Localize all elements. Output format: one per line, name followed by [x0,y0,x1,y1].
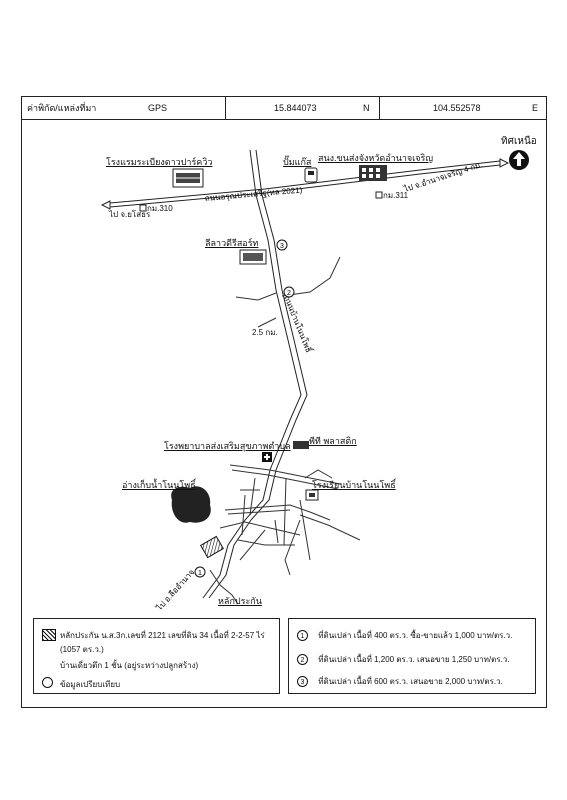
distance-label: 2.5 กม. [252,328,278,337]
north-arrow-icon [509,150,529,170]
pond-label: อ่างเก็บน้ำโนนโพธิ์ [122,480,196,490]
marker-1: 1 [194,566,206,578]
circle-swatch-icon [42,677,53,688]
hatch-swatch-icon [42,629,56,641]
collateral-building-text: บ้านเดี่ยวตึก 1 ชั้น (อยู่ระหว่างปลูกสร้… [60,661,199,670]
village-road-label: ถนนบ้านโนนโพธิ์ [282,294,315,356]
comparison-text-1: ที่ดินเปล่า เนื้อที่ 400 ตร.ว. ซื้อ-ขายแ… [318,631,513,640]
location-label: ค่าพิกัด/แหล่งที่มา [27,103,97,113]
legend-collateral: หลักประกัน น.ส.3ก.เลขที่ 2121 เลขที่ดิน … [33,618,280,694]
latitude-direction: N [363,103,370,113]
km311-label: กม.311 [383,191,409,200]
arrow-right-icon [499,158,510,168]
comparison-text-3: ที่ดินเปล่า เนื้อที่ 600 ตร.ว. เสนอขาย 2… [318,677,503,686]
km310-label: กม.310 [147,204,173,213]
latitude-value: 15.844073 [274,103,317,113]
resort-label: ลีลาวดีรีสอร์ท [205,238,259,248]
marker-1-label: 1 [198,570,202,577]
side-roads [209,256,341,605]
header-lon-cell: 104.552578 E [380,96,546,119]
collateral-area-text: (1057 ตร.ว.) [60,645,104,654]
longitude-value: 104.552578 [433,103,481,113]
main-road [109,160,501,208]
north-label: ทิศเหนือ [501,136,537,147]
collateral-plot [200,535,224,559]
comparison-item-3: 3 ที่ดินเปล่า เนื้อที่ 600 ตร.ว. เสนอขาย… [297,675,503,688]
shop-label: พีที พลาสติก [309,436,357,446]
source-value: GPS [148,103,168,113]
hospital-cross-icon [262,452,272,462]
to-amnat-label: ไป จ.อำนาจเจริญ 4 กม. [402,160,484,194]
resort-icon [239,249,267,265]
marker-3-label: 3 [280,243,284,250]
header-source-cell: ค่าพิกัด/แหล่งที่มา GPS [21,96,226,119]
collateral-deed-text: หลักประกัน น.ส.3ก.เลขที่ 2121 เลขที่ดิน … [60,631,265,640]
office-building-icon [359,165,387,181]
hospital-label: โรงพยาบาลส่งเสริมสุขภาพตำบล [164,441,291,451]
comparison-item-2: 2 ที่ดินเปล่า เนื้อที่ 1,200 ตร.ว. เสนอข… [297,653,510,666]
hotel-icon [172,168,204,188]
transport-office-label: สนง.ขนส่งจังหวัดอำนาจเจริญ [318,153,434,163]
comparison-item-1: 1 ที่ดินเปล่า เนื้อที่ 400 ตร.ว. ซื้อ-ขา… [297,629,512,642]
comparison-number-2: 2 [297,654,308,665]
marker-3: 3 [276,239,288,251]
marker-2-label: 2 [287,290,291,297]
shop-icon [293,441,309,449]
longitude-direction: E [532,103,539,113]
header-lat-cell: 15.844073 N [226,96,380,119]
km-post-icon [139,191,383,212]
gas-pump-icon [304,167,318,183]
school-icon [305,489,319,501]
marker-2: 2 [283,286,295,298]
pond [171,486,211,523]
coordinate-header: ค่าพิกัด/แหล่งที่มา GPS 15.844073 N 104.… [21,96,547,120]
comparison-number-1: 1 [297,630,308,641]
comparison-data-text: ข้อมูลเปรียบเทียบ [60,680,121,689]
to-lue-label: ไป อ.ลืออำนาจ [154,567,196,613]
comparison-number-3: 3 [297,676,308,687]
to-yasothon-label: ไป จ.ยโสธร [109,210,151,219]
comparison-text-2: ที่ดินเปล่า เนื้อที่ 1,200 ตร.ว. เสนอขาย… [318,655,510,664]
road-name-label: ถนนอรุณประเสริฐ(ทล 2021) [204,185,303,203]
village-road [202,149,308,599]
arrow-left-icon [100,200,111,210]
gas-station-label: ปั๊มแก๊ส [283,157,312,167]
legend-comparisons: 1 ที่ดินเปล่า เนื้อที่ 400 ตร.ว. ซื้อ-ขา… [288,618,536,694]
school-label: โรงเรียนบ้านโนนโพธิ์ [312,480,396,490]
village-grid [219,464,361,576]
map-frame [21,96,547,708]
hotel-label: โรงแรมระเบียงดาวปาร์ควิว [106,157,213,167]
collateral-label: หลักประกัน [218,596,262,606]
